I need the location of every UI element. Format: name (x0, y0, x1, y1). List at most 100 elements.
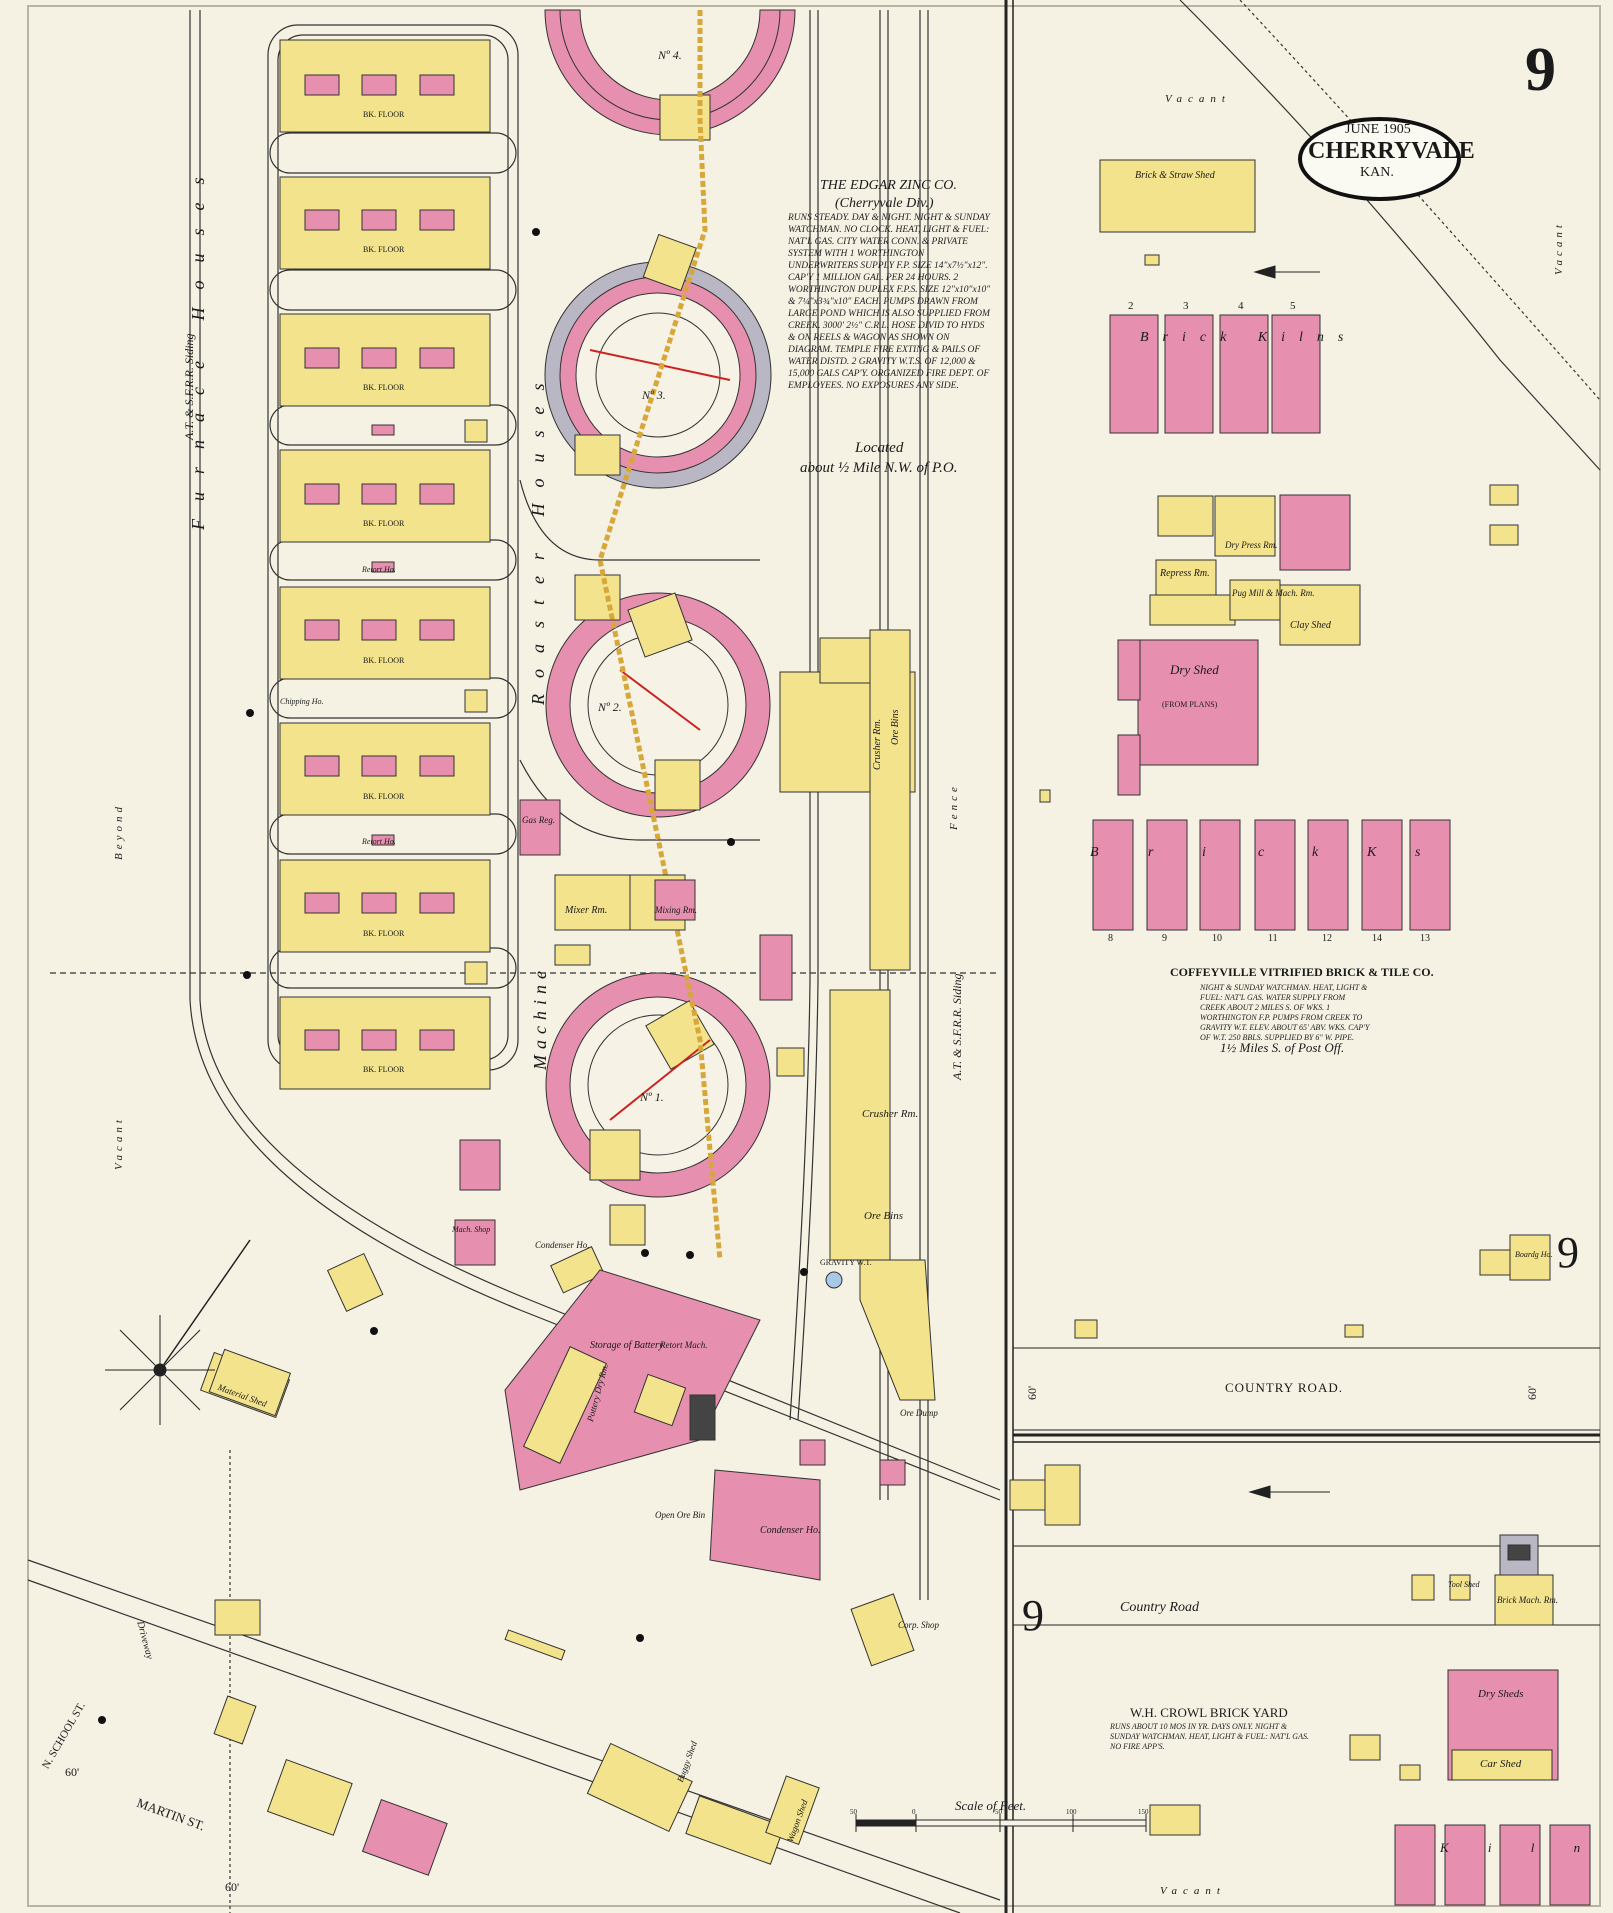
scale-tick-0: 0 (912, 1808, 916, 1816)
scale-bar (855, 1814, 1147, 1832)
crusher-rm-2: Crusher Rm. (862, 1108, 919, 1120)
retort-ho-1: Retort Ho. (362, 565, 396, 574)
bk-floor-7: BK. FLOOR (363, 929, 405, 938)
storage-battery: Storage of Battery (590, 1340, 664, 1351)
edgar-zinc-location-2: about ½ Mile N.W. of P.O. (800, 460, 958, 476)
furnace-house-5 (279, 586, 491, 680)
coffeyville-distance: 1½ Miles S. of Post Off. (1220, 1040, 1345, 1055)
coffeyville-notes: NIGHT & SUNDAY WATCHMAN. HEAT, LIGHT & F… (1200, 983, 1370, 1042)
kiln-letter-k: k (1312, 845, 1319, 860)
dry-press-rm: Dry Press Rm. (1225, 540, 1278, 550)
edgar-zinc-location: Located (855, 440, 904, 456)
atsfrr-siding-right: A.T. & S.F.R.R. Siding (950, 973, 964, 1080)
mixer-rm: Mixer Rm. (565, 905, 608, 916)
conveyor (597, 10, 723, 1261)
kiln-letter-b: B (1090, 845, 1099, 860)
page-mark-lower: 9 (1022, 1591, 1044, 1640)
furnace-house-7 (279, 859, 491, 953)
road-width-4: 60' (225, 1880, 240, 1894)
ore-bins-2: Ore Bins (864, 1210, 904, 1222)
pug-mill: Pug Mill & Mach. Rm. (1232, 588, 1315, 598)
cartouche-town: CHERRYVALE (1308, 138, 1475, 164)
retort-mach: Retort Mach. (660, 1340, 708, 1350)
bk-floor-1: BK. FLOOR (363, 110, 405, 119)
crowl-title: W.H. CROWL BRICK YARD (1130, 1705, 1288, 1720)
coffeyville-plant (1009, 159, 1551, 1526)
furnace-house-1 (279, 39, 491, 133)
kiln-letter-i: i (1202, 845, 1206, 860)
crusher-rm: Crusher Rm. (872, 718, 883, 770)
dry-shed: Dry Shed (1170, 662, 1219, 677)
crowl-dry-sheds: Dry Sheds (1478, 1688, 1524, 1700)
gravity-water-tank (825, 1271, 843, 1289)
furnace-house-2 (279, 176, 491, 270)
bk-floor-4: BK. FLOOR (363, 519, 405, 528)
crowl-kilns: K i l n s (1440, 1840, 1613, 1855)
vacant-bottom: Vacant (1160, 1885, 1226, 1897)
machine-label: Machine (530, 965, 550, 1070)
condenser-ho-2: Condenser Ho. (760, 1525, 821, 1536)
mixer-buildings (326, 799, 696, 1312)
vacant-top: Vacant (1165, 93, 1231, 105)
furnace-house-8 (279, 996, 491, 1090)
cartouche-state: KAN. (1360, 165, 1394, 180)
kiln-num-5: 5 (1290, 300, 1296, 312)
crowl-brick-mach-rm: Brick Mach. Rm. (1497, 1595, 1558, 1605)
road-width-1: 60' (1025, 1385, 1039, 1400)
mixing-rm: Mixing Rm. (655, 905, 697, 915)
crowl-car-shed: Car Shed (1480, 1758, 1522, 1770)
lower-factory (199, 1269, 915, 1667)
bk-floor-8: BK. FLOOR (363, 1065, 405, 1074)
bk-floor-5: BK. FLOOR (363, 656, 405, 665)
edgar-zinc-title: THE EDGAR ZINC CO. (820, 178, 957, 193)
crowl-yard (1149, 1534, 1591, 1906)
boarding-ho: Boardg Ho. (1515, 1250, 1553, 1259)
kiln-num-10: 10 (1212, 933, 1222, 944)
bk-floor-2: BK. FLOOR (363, 245, 405, 254)
furnace-house-3 (279, 313, 491, 407)
kiln-num-4: 4 (1238, 300, 1244, 312)
hydrants (98, 228, 808, 1724)
chipping-ho: Chipping Ho. (280, 697, 324, 706)
scale-tick-50a: 50 (850, 1808, 857, 1816)
page-mark-right: 9 (1557, 1228, 1579, 1277)
country-road-upper: COUNTRY ROAD. (1225, 1380, 1343, 1395)
kiln-num-14: 14 (1372, 933, 1382, 944)
compass-rose (105, 1239, 251, 1425)
roaster-1 (545, 972, 771, 1246)
crowl-notes: RUNS ABOUT 10 MOS IN YR. DAYS ONLY. NIGH… (1110, 1722, 1309, 1751)
scale-tick-150: 150 (1138, 1808, 1149, 1816)
fence-label: Fence (948, 783, 960, 830)
mach-shop: Mach. Shop (452, 1225, 491, 1234)
kiln-num-2: 2 (1128, 300, 1134, 312)
road-width-3: 60' (65, 1765, 80, 1779)
roaster-4-label: Nº 4. (658, 48, 682, 62)
title-cartouche (1298, 117, 1461, 201)
furnace-houses (279, 39, 491, 1090)
edgar-zinc-notes: RUNS STEADY. DAY & NIGHT. NIGHT & SUNDAY… (788, 213, 991, 391)
roaster-3-label: Nº 3. (642, 388, 666, 402)
kiln-letter-k2: K (1367, 845, 1377, 860)
kiln-num-3: 3 (1183, 300, 1189, 312)
coffeyville-title: COFFEYVILLE VITRIFIED BRICK & TILE CO. (1170, 965, 1434, 979)
retort-ho-2: Retort Ho. (362, 837, 396, 846)
beyond-left: Beyond (113, 803, 125, 860)
kiln-letter-s: s (1415, 845, 1421, 860)
gravity-wt-label: GRAVITY W.T. (820, 1258, 872, 1267)
cartouche-date: JUNE 1905 (1345, 122, 1411, 137)
edgar-zinc-subtitle: (Cherryvale Div.) (835, 196, 934, 211)
scale-label: Scale of Feet. (955, 1798, 1027, 1813)
kiln-num-13: 13 (1420, 933, 1430, 944)
ore-bins: Ore Bins (890, 709, 901, 745)
roaster-2 (545, 574, 771, 818)
kiln-num-11: 11 (1268, 933, 1278, 944)
corp-shop: Corp. Shop (898, 1620, 940, 1630)
kiln-letter-c: c (1258, 845, 1265, 860)
kiln-num-12: 12 (1322, 933, 1332, 944)
bk-floor-6: BK. FLOOR (363, 792, 405, 801)
clay-shed: Clay Shed (1290, 620, 1331, 631)
condenser-ho: Condenser Ho. (535, 1240, 590, 1250)
roaster-1-label: Nº 1. (640, 1090, 664, 1104)
brick-straw-shed: Brick & Straw Shed (1135, 170, 1215, 181)
from-plans: (FROM PLANS) (1162, 700, 1218, 709)
